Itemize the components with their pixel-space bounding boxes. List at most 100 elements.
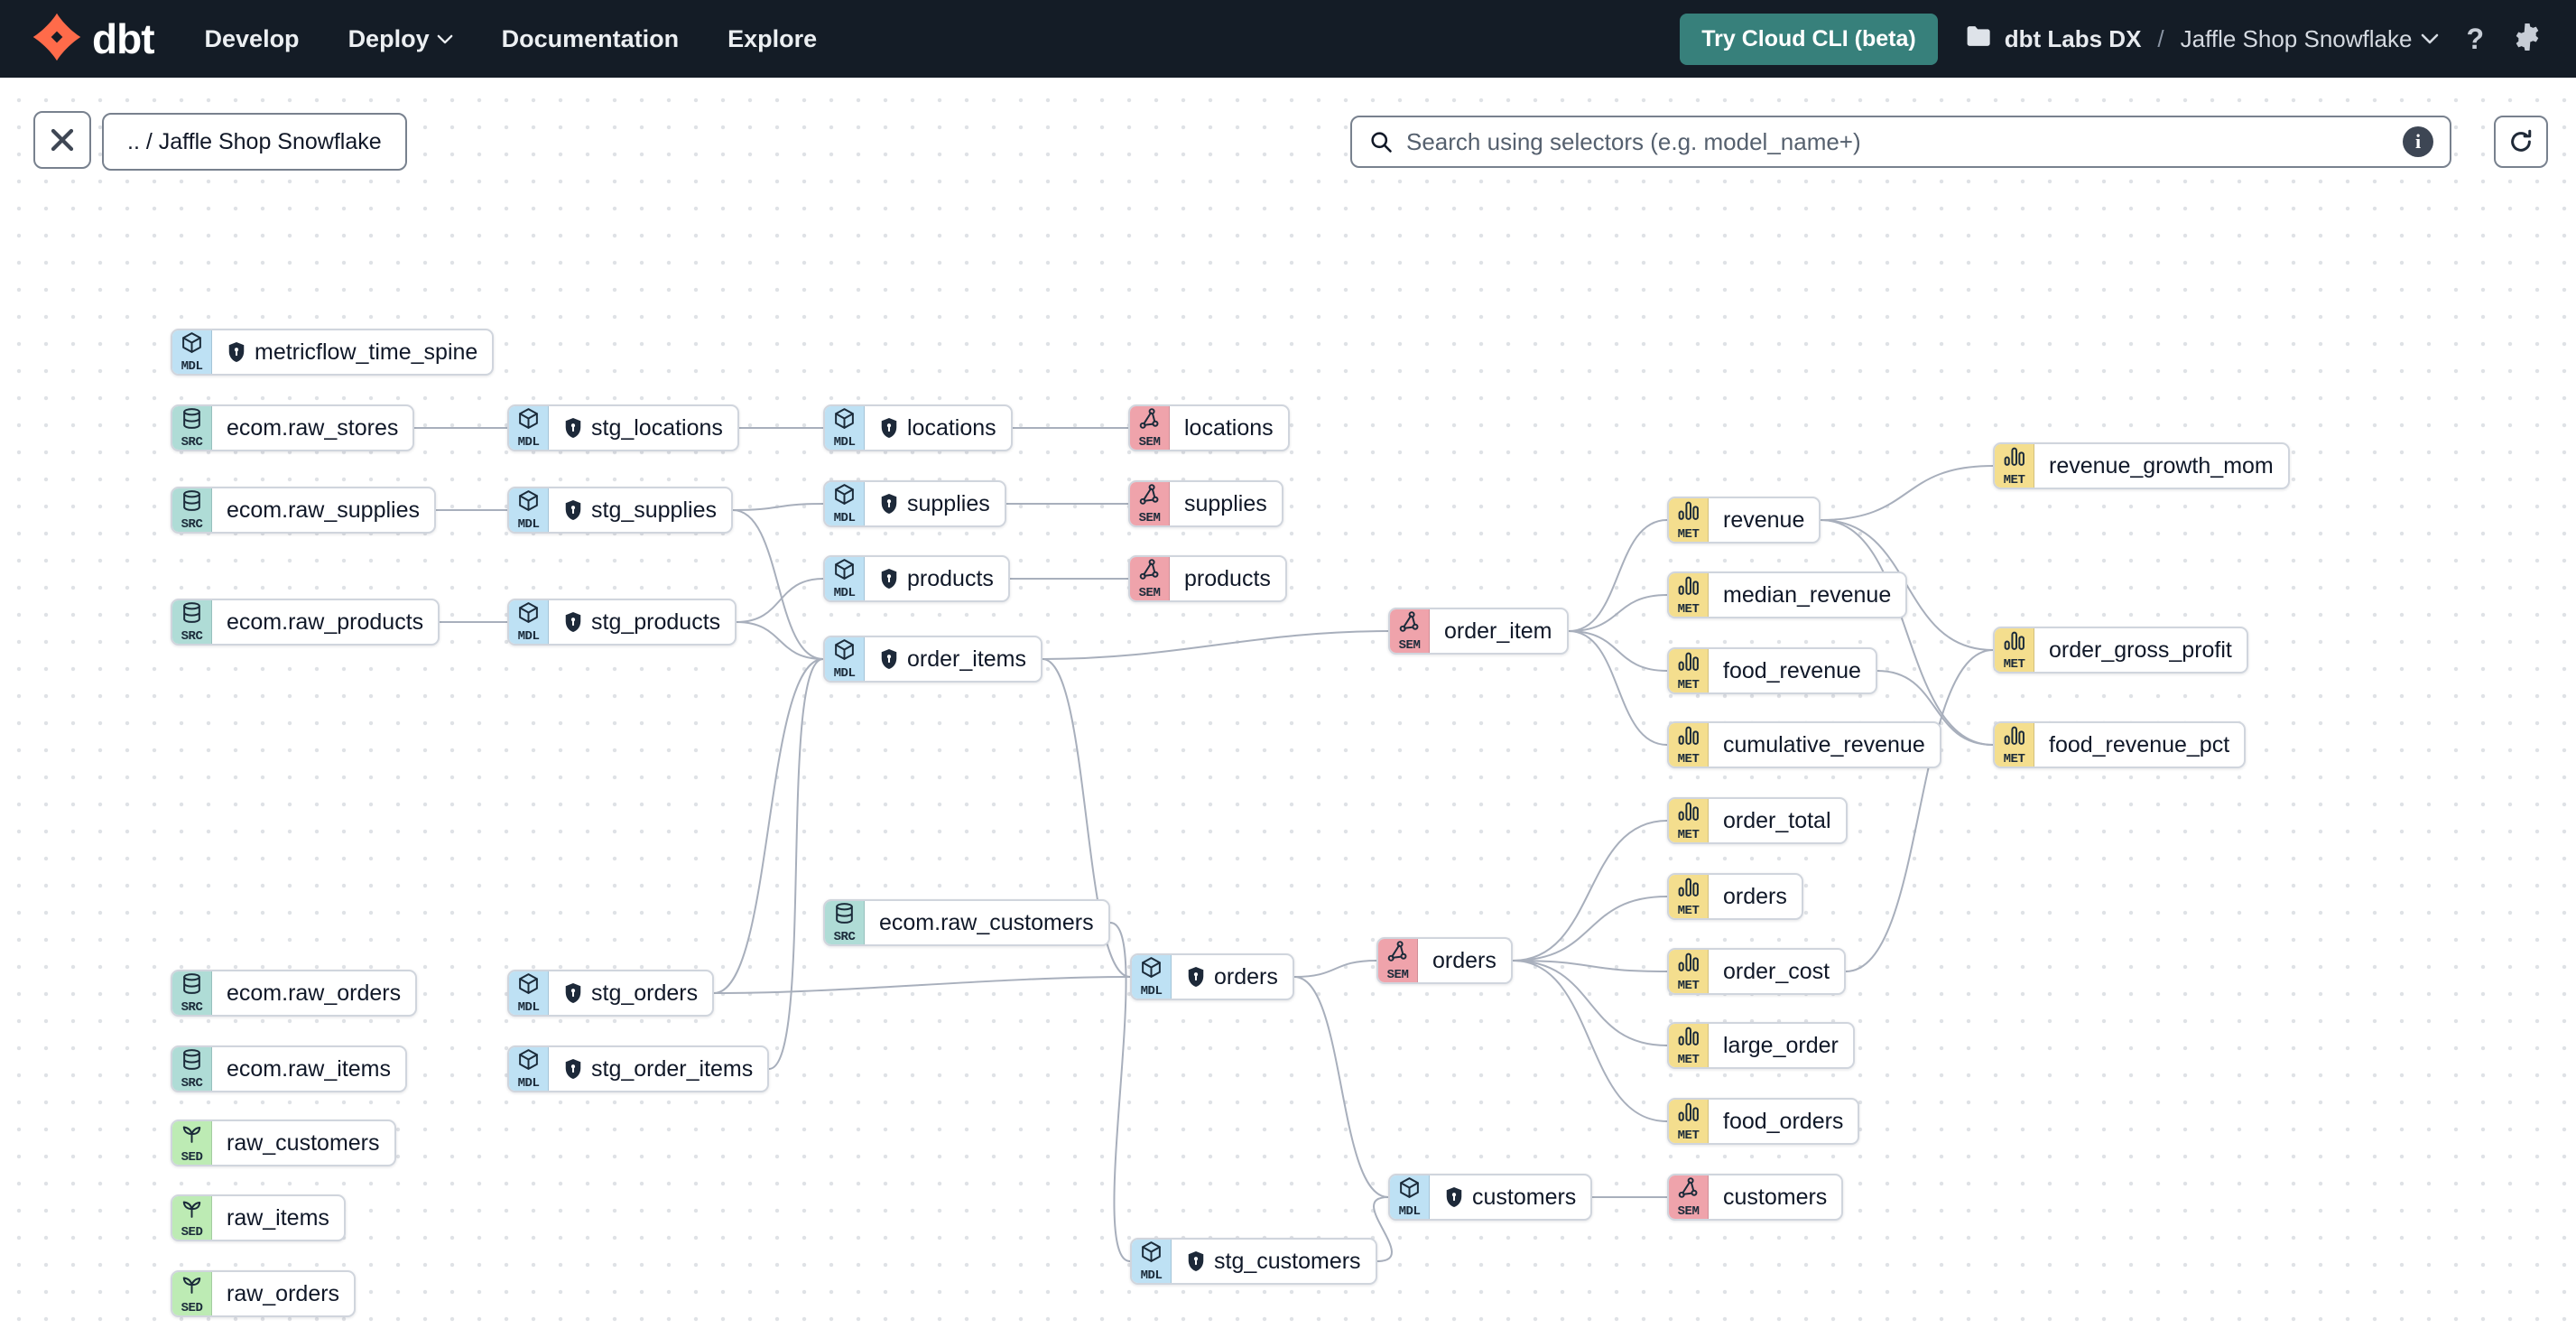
node-type-badge: SEM [1138, 434, 1161, 450]
node-type-badge: MET [1677, 1128, 1700, 1143]
nav-item-explore[interactable]: Explore [727, 24, 818, 52]
node-body: order_cost [1709, 950, 1844, 993]
node-label: raw_customers [227, 1129, 380, 1156]
node-label: revenue [1723, 506, 1805, 533]
search-input[interactable] [1406, 127, 2403, 156]
dbt-logo[interactable]: dbt [31, 11, 155, 68]
node-label: supplies [907, 490, 990, 516]
try-cloud-cli-button[interactable]: Try Cloud CLI (beta) [1680, 13, 1938, 65]
node-type-chip: MDL [1132, 1240, 1172, 1283]
model-cube-icon [517, 972, 540, 999]
seedling-icon [181, 1273, 203, 1300]
node-food_orders[interactable]: MET food_orders [1667, 1098, 1860, 1145]
node-locations_sem[interactable]: SEM locations [1128, 404, 1290, 451]
node-type-chip: SRC [172, 971, 212, 1015]
help-icon[interactable]: ? [2466, 23, 2484, 55]
node-type-badge: SEM [1398, 637, 1421, 653]
node-order_gross_profit[interactable]: MET order_gross_profit [1993, 627, 2248, 674]
node-type-badge: MET [1677, 1052, 1700, 1067]
node-type-chip: MDL [825, 406, 865, 450]
node-label: food_revenue [1723, 657, 1861, 683]
folder-icon [1965, 24, 1992, 54]
node-raw_orders_seed[interactable]: SED raw_orders [171, 1270, 357, 1317]
node-body: food_revenue_pct [2034, 723, 2244, 767]
project-name[interactable]: Jaffle Shop Snowflake [2181, 25, 2440, 53]
node-food_revenue_pct[interactable]: MET food_revenue_pct [1993, 721, 2247, 768]
nav-item-documentation[interactable]: Documentation [501, 24, 680, 52]
node-label: ecom.raw_orders [227, 980, 402, 1006]
close-lineage-button[interactable] [33, 111, 91, 169]
seedling-icon [181, 1122, 203, 1149]
lineage-breadcrumb[interactable]: .. / Jaffle Shop Snowflake [102, 113, 407, 171]
settings-gear-icon[interactable] [2511, 21, 2544, 58]
node-type-chip: MDL [509, 488, 549, 532]
node-type-badge: MDL [833, 665, 856, 681]
node-label: order_cost [1723, 958, 1830, 984]
node-type-chip: SRC [172, 488, 212, 532]
node-body: stg_order_items [549, 1047, 767, 1091]
node-label: locations [1184, 414, 1274, 441]
node-label: food_orders [1723, 1108, 1844, 1134]
refresh-button[interactable] [2494, 116, 2548, 168]
node-label: order_gross_profit [2049, 636, 2232, 663]
node-type-chip: MDL [509, 971, 549, 1015]
info-icon[interactable]: i [2403, 126, 2433, 157]
node-stg_customers_mdl[interactable]: MDL stg_customers [1130, 1238, 1377, 1285]
node-type-badge: SRC [181, 516, 203, 532]
node-label: cumulative_revenue [1723, 731, 1925, 757]
nav-item-develop[interactable]: Develop [204, 24, 300, 52]
node-type-chip: MET [1995, 723, 2034, 767]
metric-bars-icon [1677, 724, 1700, 751]
node-label: stg_customers [1214, 1248, 1361, 1274]
node-type-badge: SED [181, 1300, 203, 1315]
model-cube-icon [517, 407, 540, 434]
metric-bars-icon [1677, 1025, 1700, 1052]
edge-stg_customers_mdl-to-customers_mdl [1373, 1196, 1393, 1262]
node-type-badge: SRC [181, 434, 203, 450]
project-switcher[interactable]: dbt Labs DX / Jaffle Shop Snowflake [1965, 24, 2440, 54]
node-raw_orders_src[interactable]: SRC ecom.raw_orders [171, 970, 418, 1017]
node-label: food_revenue_pct [2049, 731, 2230, 757]
node-body: raw_orders [212, 1272, 354, 1315]
node-body: ecom.raw_products [212, 600, 438, 644]
metric-bars-icon [2003, 445, 2025, 472]
nav-item-deploy[interactable]: Deploy [348, 25, 453, 53]
node-type-chip: MET [1995, 628, 2034, 672]
node-body: revenue_growth_mom [2034, 444, 2288, 488]
close-icon [51, 128, 74, 152]
